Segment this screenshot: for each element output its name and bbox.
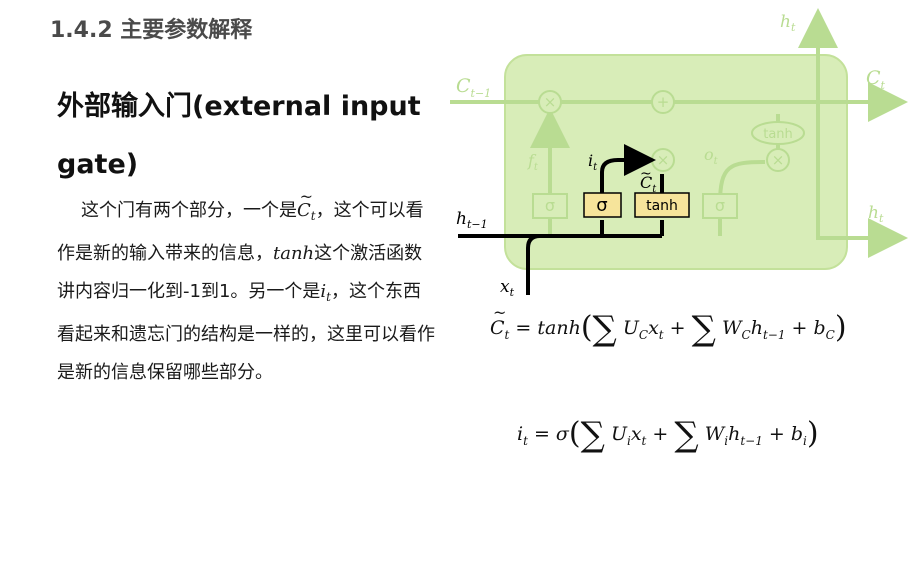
f2-u: Ui bbox=[610, 423, 631, 448]
f1-lparen: ( bbox=[580, 310, 593, 345]
f2-h: ht−1 bbox=[728, 423, 763, 448]
faded-labels: ht Ct−1 Ct ht ft ot bbox=[456, 12, 886, 225]
f1-sum-1: ∑ bbox=[592, 309, 617, 349]
f1-fn: tanh bbox=[537, 317, 581, 339]
f1-plus-2: + bbox=[791, 317, 808, 339]
input-gate-sigma-label: σ bbox=[596, 195, 607, 216]
f2-lparen: ( bbox=[568, 416, 581, 451]
para-text-3: 这个激活函数讲内容归一化到-1到1。另一个是 bbox=[57, 243, 423, 302]
svg-text:Ct: Ct bbox=[640, 173, 657, 195]
f2-w: Wi bbox=[704, 423, 729, 448]
svg-text:ht: ht bbox=[780, 12, 796, 34]
svg-text:xt: xt bbox=[500, 277, 515, 299]
f2-b: bi bbox=[790, 423, 807, 448]
forget-multiply-icon bbox=[538, 90, 562, 114]
output-gate-box bbox=[702, 193, 738, 219]
f2-lhs: it bbox=[517, 423, 528, 448]
f2-x: xt bbox=[630, 423, 647, 448]
page-title: 外部输入门(external input gate) bbox=[57, 91, 421, 180]
f1-u: UC bbox=[622, 317, 649, 342]
f1-w: WC bbox=[721, 317, 751, 342]
active-labels: ht−1 xt it Ct ~ bbox=[456, 151, 657, 299]
f2-eq: = bbox=[533, 423, 550, 445]
cell-add-icon bbox=[651, 90, 675, 114]
svg-text:ht−1: ht−1 bbox=[456, 209, 488, 231]
f2-fn: σ bbox=[555, 423, 569, 445]
para-text-1: 这个门有两个部分，一个是 bbox=[81, 200, 297, 221]
svg-text:~: ~ bbox=[640, 166, 652, 182]
forget-gate-box bbox=[532, 193, 568, 219]
f1-x: xt bbox=[648, 317, 664, 342]
f1-rparen: ) bbox=[834, 310, 847, 345]
f2-rparen: ) bbox=[806, 416, 819, 451]
f2-sum-1: ∑ bbox=[580, 415, 605, 455]
paragraph-indent bbox=[57, 200, 81, 221]
symbol-i-base: i bbox=[320, 281, 327, 302]
symbol-i: it bbox=[320, 281, 331, 304]
output-gate-label: σ bbox=[715, 196, 725, 215]
svg-text:ot: ot bbox=[704, 145, 719, 167]
tanh-op-faded-label: tanh bbox=[763, 127, 793, 142]
f1-plus-1: + bbox=[669, 317, 686, 339]
cell-add-glyph: + bbox=[657, 93, 670, 111]
active-paths bbox=[458, 144, 664, 295]
symbol-c: C bbox=[297, 200, 311, 221]
lstm-cell-diagram: tanh × + × × σ σ σ tanh ht Ct−1 Ct ht ft… bbox=[450, 8, 908, 299]
para-text-4: ，这个东西看起来和遗忘门的结构是一样的，这里可以看作是新的信息保留哪些部分。 bbox=[57, 281, 435, 383]
candidate-tanh-label: tanh bbox=[646, 198, 678, 214]
candidate-tanh-box bbox=[634, 192, 690, 218]
formula-input-gate: it = σ(∑ Uixt + ∑ Wiht−1 + bi) bbox=[517, 418, 819, 452]
f2-plus-2: + bbox=[768, 423, 785, 445]
f2-sum-2: ∑ bbox=[674, 415, 699, 455]
tanh-op-faded bbox=[751, 121, 805, 145]
output-multiply-glyph: × bbox=[772, 151, 785, 169]
f1-sum-2: ∑ bbox=[691, 309, 716, 349]
formula-candidate: Ct = tanh(∑ UCxt + ∑ WCht−1 + bC) bbox=[490, 303, 847, 349]
f1-b: bC bbox=[813, 317, 835, 342]
input-multiply-glyph: × bbox=[657, 151, 670, 169]
body-paragraph: 这个门有两个部分，一个是Ct，这个可以看作是新的输入带来的信息，tanh这个激活… bbox=[57, 178, 437, 392]
f1-lhs: Ct bbox=[490, 303, 510, 342]
symbol-c-tilde: Ct bbox=[297, 178, 316, 235]
svg-text:ht: ht bbox=[868, 203, 884, 225]
para-text-2: ，这个可以看作是新的输入带来的信息， bbox=[57, 200, 424, 264]
pointwise-ops: × + × × bbox=[538, 90, 790, 172]
f1-eq: = bbox=[515, 317, 532, 339]
f1-h: ht−1 bbox=[750, 317, 786, 342]
tanh-word: tanh bbox=[273, 243, 315, 264]
input-gate-sigma-box bbox=[583, 192, 622, 218]
symbol-c-sub: t bbox=[310, 209, 316, 223]
svg-text:Ct−1: Ct−1 bbox=[456, 75, 491, 100]
section-heading: 1.4.2 主要参数解释 bbox=[50, 18, 253, 43]
forget-multiply-glyph: × bbox=[544, 93, 557, 111]
svg-text:Ct: Ct bbox=[866, 67, 886, 92]
f2-plus-1: + bbox=[652, 423, 669, 445]
output-multiply-icon bbox=[766, 148, 790, 172]
forget-gate-label: σ bbox=[545, 196, 555, 215]
symbol-i-sub: t bbox=[326, 290, 331, 304]
svg-text:it: it bbox=[588, 151, 598, 173]
svg-text:ft: ft bbox=[527, 151, 539, 173]
